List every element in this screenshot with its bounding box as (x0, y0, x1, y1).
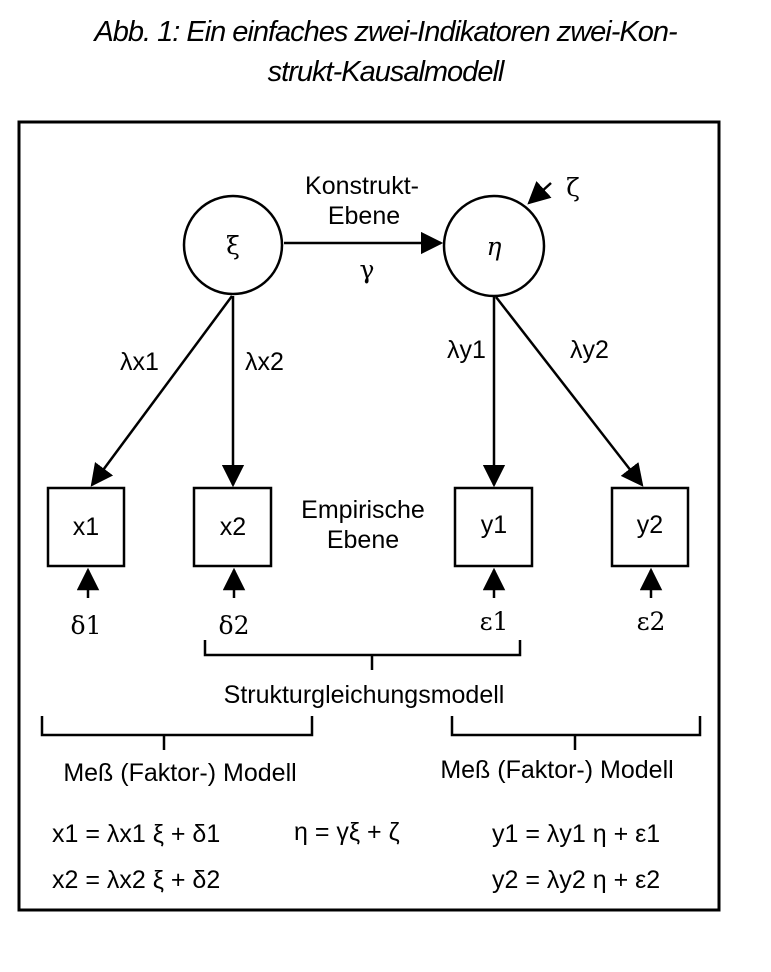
error-d2-label: δ2 (219, 611, 250, 640)
indicator-y1-box (453, 486, 534, 568)
error-d1-label: δ1 (71, 611, 102, 640)
empirical-level-label-2: Ebene (327, 526, 399, 554)
equation-y1: y1 = λy1 η + ε1 (492, 820, 660, 848)
equation-eta: η = γξ + ζ (294, 818, 400, 846)
equation-x2: x2 = λx2 ξ + δ2 (52, 866, 220, 894)
zeta-arrow (527, 181, 552, 205)
indicator-y2-label: y2 (637, 511, 663, 539)
loading-y2-label: λy2 (570, 336, 609, 364)
gamma-label: γ (360, 255, 375, 284)
indicator-y2-box (610, 486, 690, 568)
indicator-x2-label: x2 (220, 513, 246, 541)
equation-x1: x1 = λx1 ξ + δ1 (52, 820, 220, 848)
loading-y1-label: λy1 (447, 336, 486, 364)
error-e1-label: ε1 (480, 607, 509, 636)
construct-xi-node (182, 194, 284, 296)
indicator-x1-box (46, 486, 126, 568)
measurement-right-label: Meß (Faktor-) Modell (440, 756, 673, 784)
construct-eta-node (442, 194, 546, 298)
figure-frame (17, 120, 721, 912)
loading-x2-label: λx2 (245, 348, 284, 376)
indicator-x2-box (192, 486, 273, 568)
loading-x1-label: λx1 (120, 348, 159, 376)
indicator-x1-label: x1 (73, 513, 99, 541)
zeta-label: ζ (566, 173, 580, 202)
measurement-left-label: Meß (Faktor-) Modell (63, 759, 296, 787)
measurement-right-bracket (450, 716, 702, 750)
figure-title-line1: Abb. 1: Ein einfaches zwei-Indikatoren z… (94, 16, 677, 48)
construct-eta-label: η (487, 232, 502, 261)
structural-bracket (203, 640, 522, 670)
empirical-level-label-1: Empirische (301, 496, 425, 524)
loading-x1-arrow (90, 295, 234, 487)
loading-y2-arrow (495, 296, 644, 487)
construct-level-label-1: Konstrukt- (305, 172, 419, 200)
figure-title-line2: strukt-Kausalmodell (267, 56, 505, 88)
construct-level-label-2: Ebene (328, 202, 400, 230)
error-e2-label: ε2 (637, 607, 666, 636)
measurement-left-bracket (40, 716, 314, 750)
construct-xi-label: ξ (226, 231, 240, 260)
equation-y2: y2 = λy2 η + ε2 (492, 866, 660, 894)
indicator-y1-label: y1 (481, 511, 507, 539)
structural-model-label: Strukturgleichungsmodell (224, 681, 505, 709)
